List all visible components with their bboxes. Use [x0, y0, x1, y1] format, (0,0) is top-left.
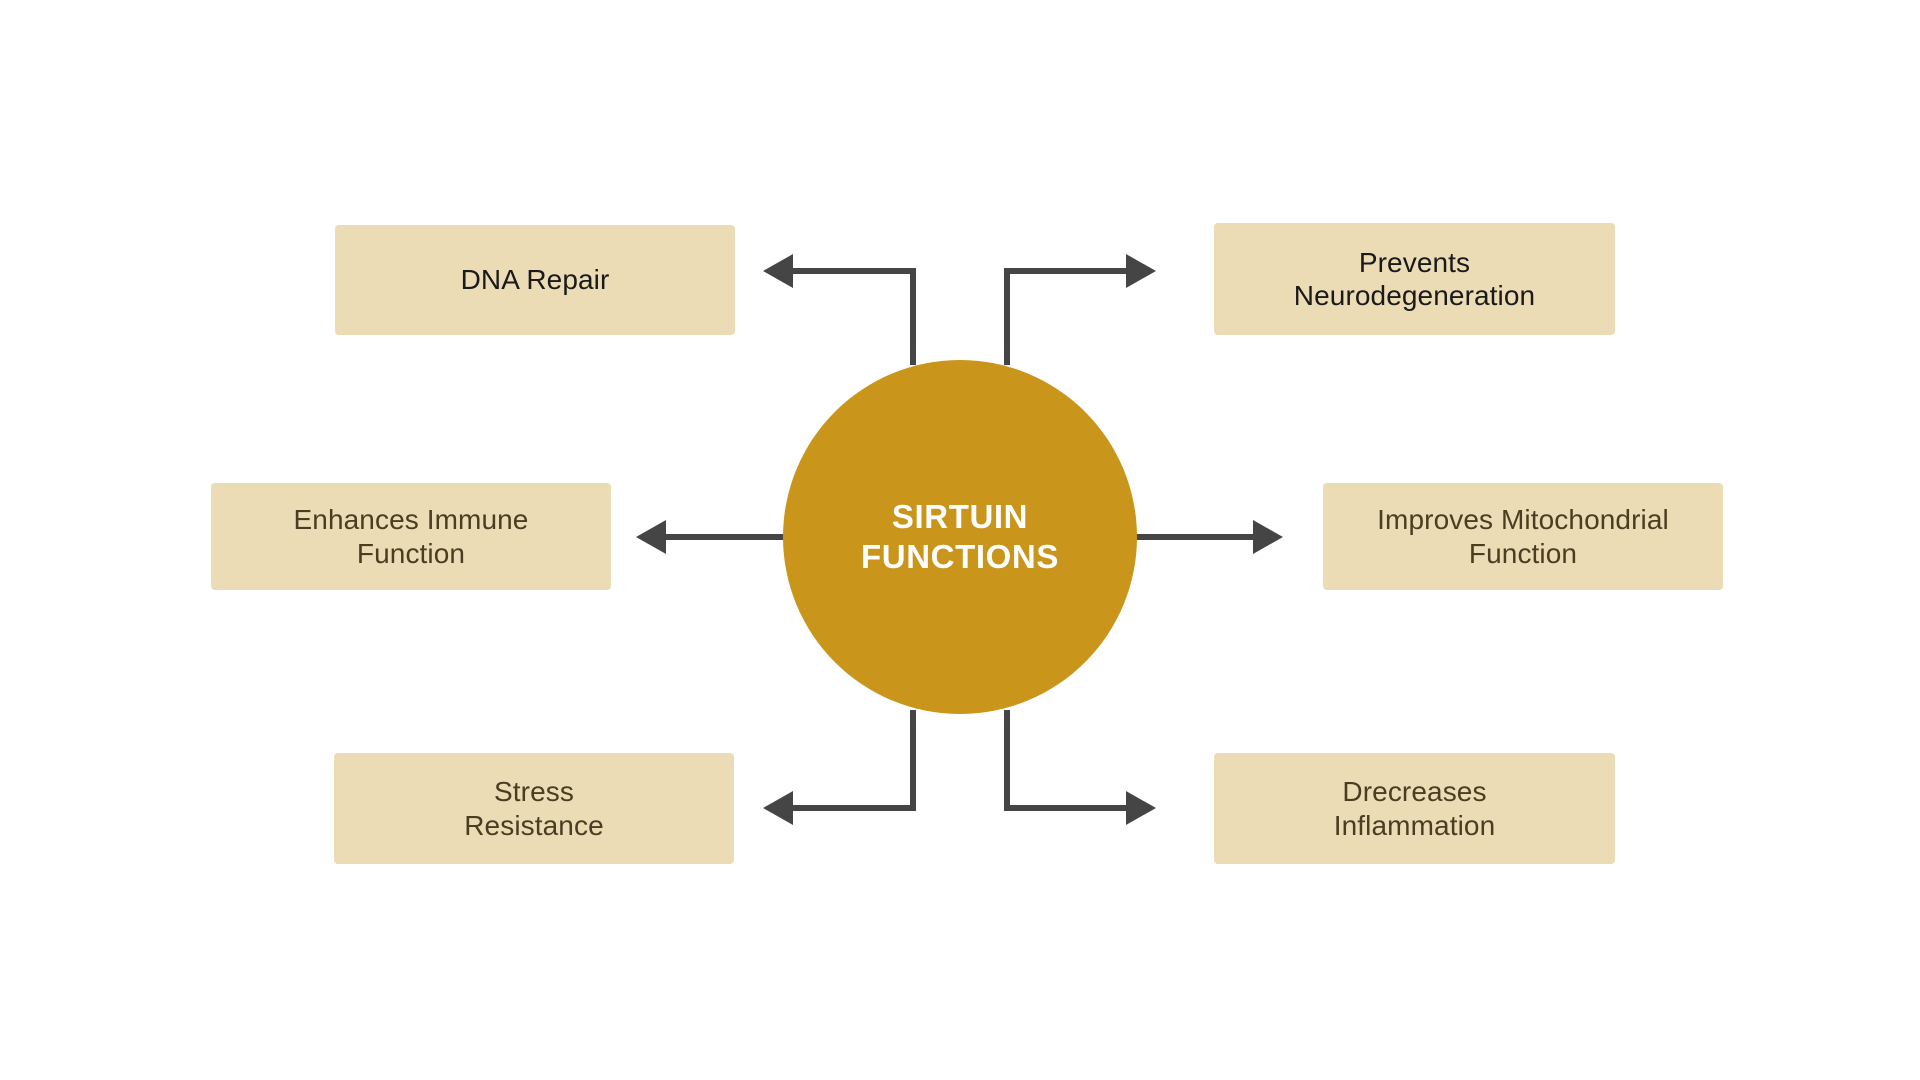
node-box-enhances-immune-function[interactable]: Enhances Immune Function — [211, 483, 611, 590]
node-box-stress-resistance[interactable]: Stress Resistance — [334, 753, 734, 864]
node-label-prevents-neurodegeneration: Prevents Neurodegeneration — [1293, 246, 1536, 311]
node-label-decreases-inflammation: Drecreases Inflammation — [1333, 776, 1496, 841]
arrow-to-prevents-neurodegeneration — [1004, 254, 1156, 365]
center-node-label: SIRTUIN FUNCTIONS — [861, 497, 1059, 575]
arrow-to-improves-mitochondrial-function — [1134, 520, 1283, 554]
node-box-decreases-inflammation[interactable]: Drecreases Inflammation — [1214, 753, 1615, 864]
node-label-dna-repair: DNA Repair — [460, 264, 610, 296]
node-label-stress-resistance: Stress Resistance — [464, 776, 604, 841]
center-node-sirtuin-functions[interactable]: SIRTUIN FUNCTIONS — [783, 360, 1137, 714]
arrow-to-enhances-immune-function — [636, 520, 786, 554]
arrow-to-stress-resistance — [763, 710, 916, 825]
node-label-enhances-immune-function: Enhances Immune Function — [293, 504, 529, 569]
arrow-to-dna-repair — [763, 254, 916, 365]
arrow-to-decreases-inflammation — [1004, 710, 1156, 825]
node-label-improves-mitochondrial-function: Improves Mitochondrial Function — [1377, 504, 1669, 569]
node-box-prevents-neurodegeneration[interactable]: Prevents Neurodegeneration — [1214, 223, 1615, 335]
node-box-improves-mitochondrial-function[interactable]: Improves Mitochondrial Function — [1323, 483, 1723, 590]
node-box-dna-repair[interactable]: DNA Repair — [335, 225, 735, 335]
